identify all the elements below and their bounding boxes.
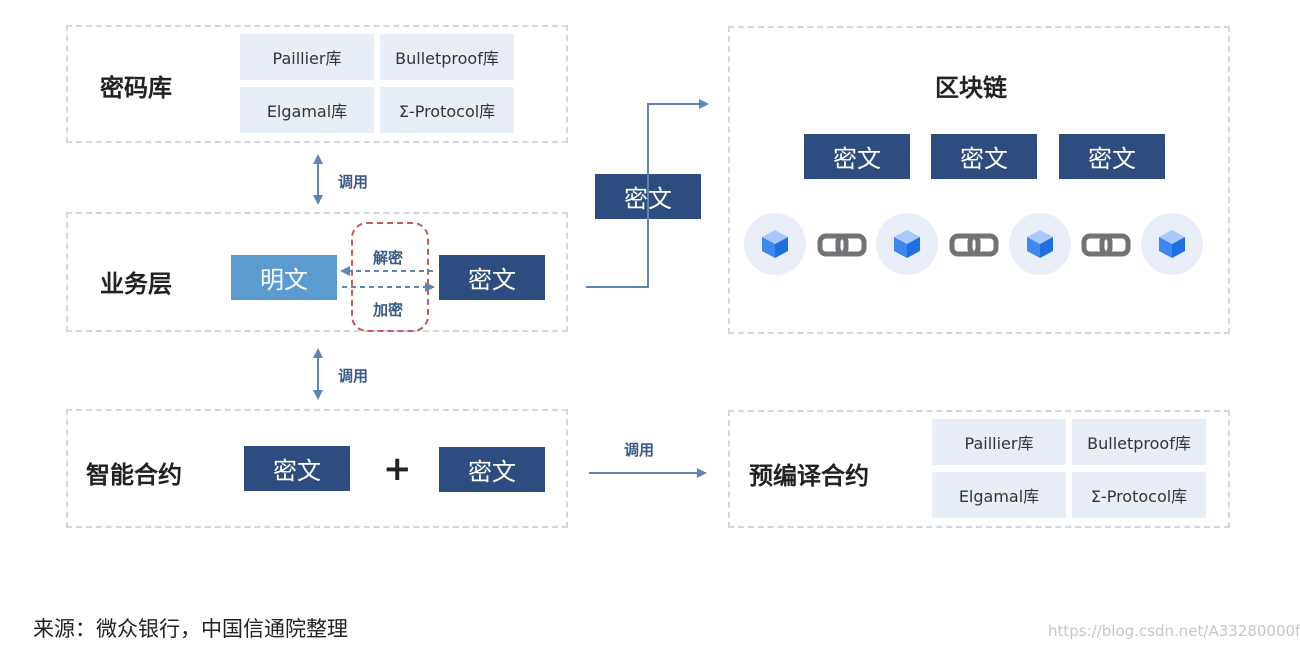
blockchain-panel (728, 26, 1230, 334)
chain-cipher-2: 密文 (931, 134, 1037, 179)
pre-lib-bulletproof: Bulletproof库 (1072, 419, 1206, 465)
crypto-operation-oval (351, 222, 429, 332)
decrypt-label: 解密 (373, 249, 404, 267)
lib-paillier: Paillier库 (240, 34, 374, 80)
chain-link-1 (817, 230, 867, 260)
chain-link-3 (1081, 230, 1131, 260)
upload-arrow (586, 99, 709, 288)
blockchain-title: 区块链 (935, 74, 1007, 102)
smart-contract-title: 智能合约 (86, 461, 182, 489)
lib-sigma-protocol: Σ-Protocol库 (380, 87, 514, 133)
chain-link-icon (949, 233, 999, 257)
cube-icon (1159, 230, 1185, 258)
pre-lib-paillier: Paillier库 (932, 419, 1066, 465)
block-4 (1141, 213, 1203, 275)
call-label-right: 调用 (624, 441, 655, 459)
pre-lib-sigma-protocol: Σ-Protocol库 (1072, 472, 1206, 518)
chain-link-icon (1081, 233, 1131, 257)
encrypt-label: 加密 (373, 301, 404, 319)
plaintext-box: 明文 (231, 255, 337, 300)
plus-sign: + (383, 449, 412, 489)
business-layer-title: 业务层 (100, 270, 172, 298)
precompiled-contract-title: 预编译合约 (749, 462, 869, 490)
chain-cipher-1: 密文 (804, 134, 910, 179)
crypto-library-title: 密码库 (100, 74, 172, 102)
chain-link-icon (817, 233, 867, 257)
block-1 (744, 213, 806, 275)
lib-elgamal: Elgamal库 (240, 87, 374, 133)
chain-link-2 (949, 230, 999, 260)
business-ciphertext-box: 密文 (439, 255, 545, 300)
block-3 (1009, 213, 1071, 275)
watermark: https://blog.csdn.net/A33280000f (1048, 622, 1300, 640)
contract-cipher-left: 密文 (244, 446, 350, 491)
call-label-lower: 调用 (338, 367, 369, 385)
cube-icon (1027, 230, 1053, 258)
cube-icon (762, 230, 788, 258)
call-label-upper: 调用 (338, 173, 369, 191)
contract-cipher-right: 密文 (439, 447, 545, 492)
source-caption: 来源：微众银行，中国信通院整理 (33, 617, 348, 641)
cube-icon (894, 230, 920, 258)
block-2 (876, 213, 938, 275)
lib-bulletproof: Bulletproof库 (380, 34, 514, 80)
chain-cipher-3: 密文 (1059, 134, 1165, 179)
pre-lib-elgamal: Elgamal库 (932, 472, 1066, 518)
